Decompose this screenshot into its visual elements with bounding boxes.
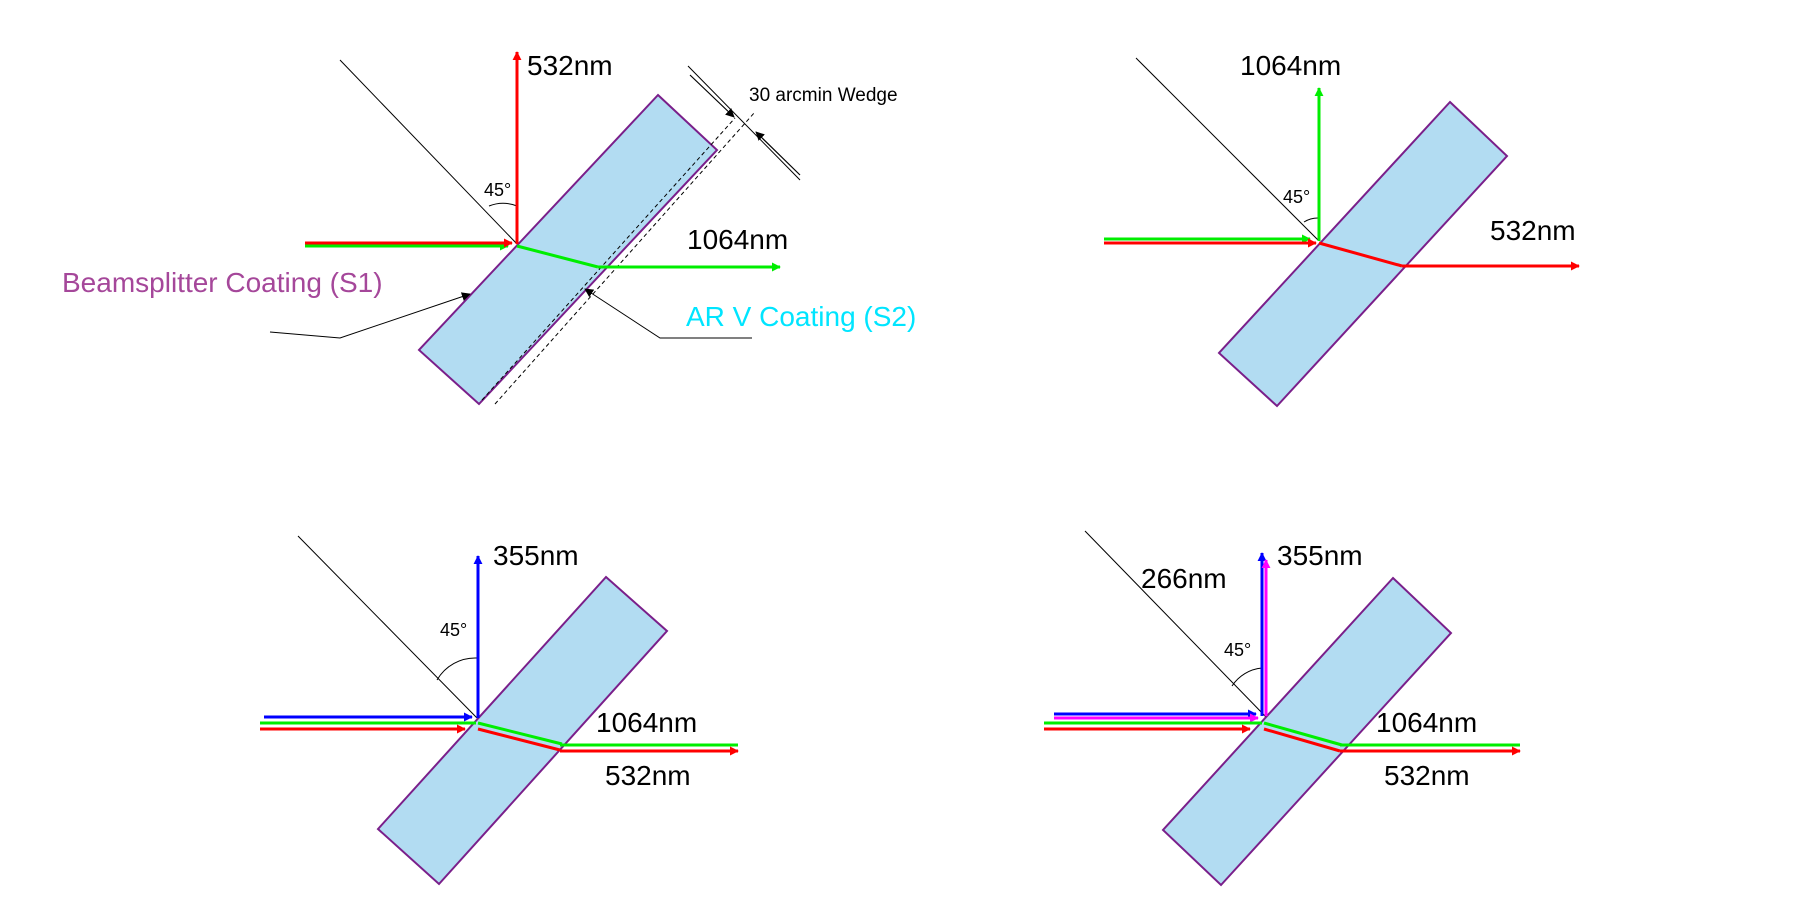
panel-bottom-right: 266nm 355nm 1064nm 532nm 45° [1044,530,1521,887]
reference-line [297,535,478,719]
reference-line [1135,57,1319,241]
transmitted-label-1064: 1064nm [1376,707,1477,738]
transmitted-beam-1064-internal [1263,721,1343,747]
substrate [417,93,719,406]
transmitted-label-532: 532nm [605,760,691,791]
beamsplitter-leader-line [269,292,471,339]
transmitted-beam-532-internal [1318,241,1403,268]
reflected-label: 532nm [527,50,613,81]
angle-arc [1231,667,1263,687]
panel-top-left: 532nm 1064nm 45° 30 arcmin Wedge Beamspl… [62,50,916,406]
ar-coating-label: AR V Coating (S2) [686,301,916,332]
reflected-label: 355nm [493,540,579,571]
transmitted-beam-532-internal [477,727,561,752]
transmitted-label: 532nm [1490,215,1576,246]
beamsplitter-coating-label: Beamsplitter Coating (S1) [62,267,383,298]
angle-arc [436,657,478,681]
transmitted-label-532: 532nm [1384,760,1470,791]
panel-bottom-left: 355nm 1064nm 532nm 45° [260,535,739,886]
angle-label: 45° [440,620,467,640]
ar-leader-line [584,288,752,339]
wedge-arrow-2 [755,131,801,176]
angle-arc [1303,217,1319,223]
reference-line [339,59,518,245]
angle-arc [488,202,518,207]
wedge-extension-line [687,65,801,181]
transmitted-beam-1064-internal [477,721,563,746]
substrate [376,575,669,886]
reflected-label-266: 266nm [1141,563,1227,594]
reflected-label-355: 355nm [1277,540,1363,571]
transmitted-beam-1064-internal [516,244,599,269]
transmitted-label: 1064nm [687,224,788,255]
transmitted-beam-532-internal [1263,727,1341,753]
angle-label: 45° [1224,640,1251,660]
reflected-label: 1064nm [1240,50,1341,81]
panel-top-right: 1064nm 532nm 45° [1104,50,1580,408]
angle-label: 45° [1283,187,1310,207]
wedge-dash-line-1 [481,117,736,401]
wedge-dash-line-2 [494,111,756,405]
reference-line [1084,530,1267,718]
angle-label: 45° [484,180,511,200]
wedge-arrow-1 [689,74,735,118]
transmitted-label-1064: 1064nm [596,707,697,738]
substrate [1161,576,1453,887]
wedge-label: 30 arcmin Wedge [749,85,898,106]
